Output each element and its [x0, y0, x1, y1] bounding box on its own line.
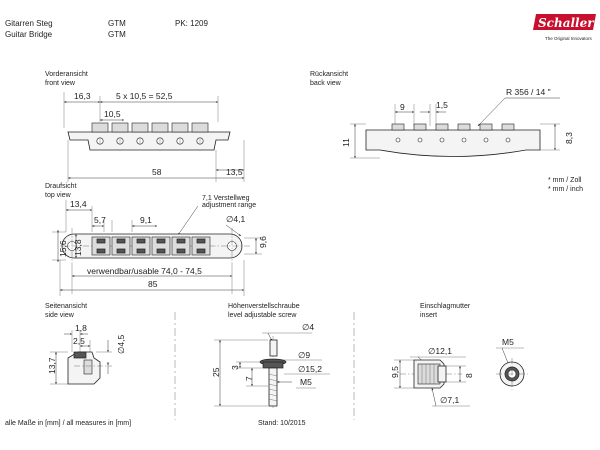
front-dim-pair: 10,5 [104, 109, 121, 119]
back-view-label-en: back view [310, 80, 342, 87]
back-view-label-de: Rückansicht [310, 71, 348, 78]
insert-view: Einschlagmutter insert ∅12,1 9,5 8 ∅7,1 … [390, 303, 528, 407]
insert-dim-d71: ∅7,1 [440, 395, 459, 405]
screw-dim-d4: ∅4 [302, 322, 314, 332]
footer-measures: alle Maße in [mm] / all measures in [mm] [5, 420, 131, 427]
logo-swoosh-icon [533, 14, 596, 30]
top-adj-en: adjustment range [202, 202, 256, 209]
screw-dim-7: 7 [244, 376, 254, 381]
units-note-inch: * mm / inch [548, 186, 583, 193]
header: Gitarren Steg Guitar Bridge GTM GTM PK: … [5, 19, 208, 39]
top-dim-overall: 85 [148, 279, 158, 289]
screw-dim-d152: ∅15,2 [298, 364, 322, 374]
screw-label-de: Höhenverstellschraube [228, 303, 300, 310]
insert-label-en: insert [420, 312, 437, 319]
insert-dim-8: 8 [464, 373, 474, 378]
front-dim-overall: 58 [152, 167, 162, 177]
insert-dim-95: 9,5 [390, 366, 400, 378]
side-view-label-de: Seitenansicht [45, 303, 87, 310]
brand-logo: Schaller The Original Innovators [533, 14, 596, 41]
screw-dim-3: 3 [230, 365, 240, 370]
footer: alle Maße in [mm] / all measures in [mm]… [5, 420, 306, 427]
side-view: Seitenansicht side view 1,8 2,5 ∅4,5 13,… [45, 303, 126, 385]
insert-dim-m5: M5 [502, 337, 514, 347]
side-dim-height: 13,7 [47, 357, 57, 374]
top-view: Draufsicht top view 13,4 5,7 9,1 7,1 Ver… [45, 183, 268, 296]
front-dim-right: 13,5 [226, 167, 243, 177]
back-dim-b: 1,5 [436, 100, 448, 110]
top-view-label-en: top view [45, 192, 72, 199]
top-dim-hole: ∅4,1 [226, 214, 245, 224]
back-dim-a: 9 [400, 102, 405, 112]
section-separators [174, 312, 355, 420]
screw-label-en: level adjustable screw [228, 312, 297, 319]
insert-dim-d121: ∅12,1 [428, 346, 452, 356]
front-view-label-en: front view [45, 80, 76, 87]
top-adj-de: 7,1 Verstellweg [202, 195, 250, 202]
screw-dim-25: 25 [211, 367, 221, 377]
back-dim-height-left: 11 [341, 138, 351, 147]
part-number: PK: 1209 [175, 19, 208, 28]
back-dim-radius: R 356 / 14 " [506, 87, 551, 97]
screw-dim-d9: ∅9 [298, 350, 310, 360]
front-dim-left: 16,3 [74, 91, 91, 101]
top-dim-15-6: 15,6 [58, 240, 68, 257]
side-view-label-en: side view [45, 312, 75, 319]
side-dim-1-8: 1,8 [75, 323, 87, 333]
title-en: Guitar Bridge [5, 30, 53, 39]
units-note-zoll: * mm / Zoll [548, 177, 582, 184]
back-dim-height-right: 8,3 [564, 132, 574, 144]
model-en: GTM [108, 30, 126, 39]
top-dim-5-7: 5,7 [94, 215, 106, 225]
top-dim-9-6: 9,6 [258, 236, 268, 248]
title-de: Gitarren Steg [5, 19, 53, 28]
screw-view: Höhenverstellschraube level adjustable s… [211, 303, 330, 408]
top-dim-13-4: 13,4 [70, 199, 87, 209]
model-de: GTM [108, 19, 126, 28]
back-view: Rückansicht back view 9 1,5 R 356 / 14 "… [310, 71, 583, 193]
logo-tagline: The Original Innovators [545, 36, 593, 41]
top-view-label-de: Draufsicht [45, 183, 77, 190]
top-saddles [91, 236, 211, 256]
front-view-label-de: Vorderansicht [45, 71, 88, 78]
screw-dim-m5: M5 [300, 377, 312, 387]
screw-thread [268, 373, 278, 402]
side-dim-dia: ∅4,5 [116, 335, 126, 354]
front-view: Vorderansicht front view 16,3 5 x 10,5 =… [45, 71, 245, 182]
top-usable-range: verwendbar/usable 74,0 - 74,5 [87, 266, 202, 276]
side-dim-2-5: 2,5 [73, 336, 85, 346]
logo-brand: Schaller [538, 16, 595, 30]
footer-date: Stand: 10/2015 [258, 420, 306, 427]
insert-label-de: Einschlagmutter [420, 303, 471, 310]
top-dim-13-8: 13,8 [73, 239, 83, 256]
top-dim-9-1: 9,1 [140, 215, 152, 225]
front-dim-spacing: 5 x 10,5 = 52,5 [116, 91, 173, 101]
